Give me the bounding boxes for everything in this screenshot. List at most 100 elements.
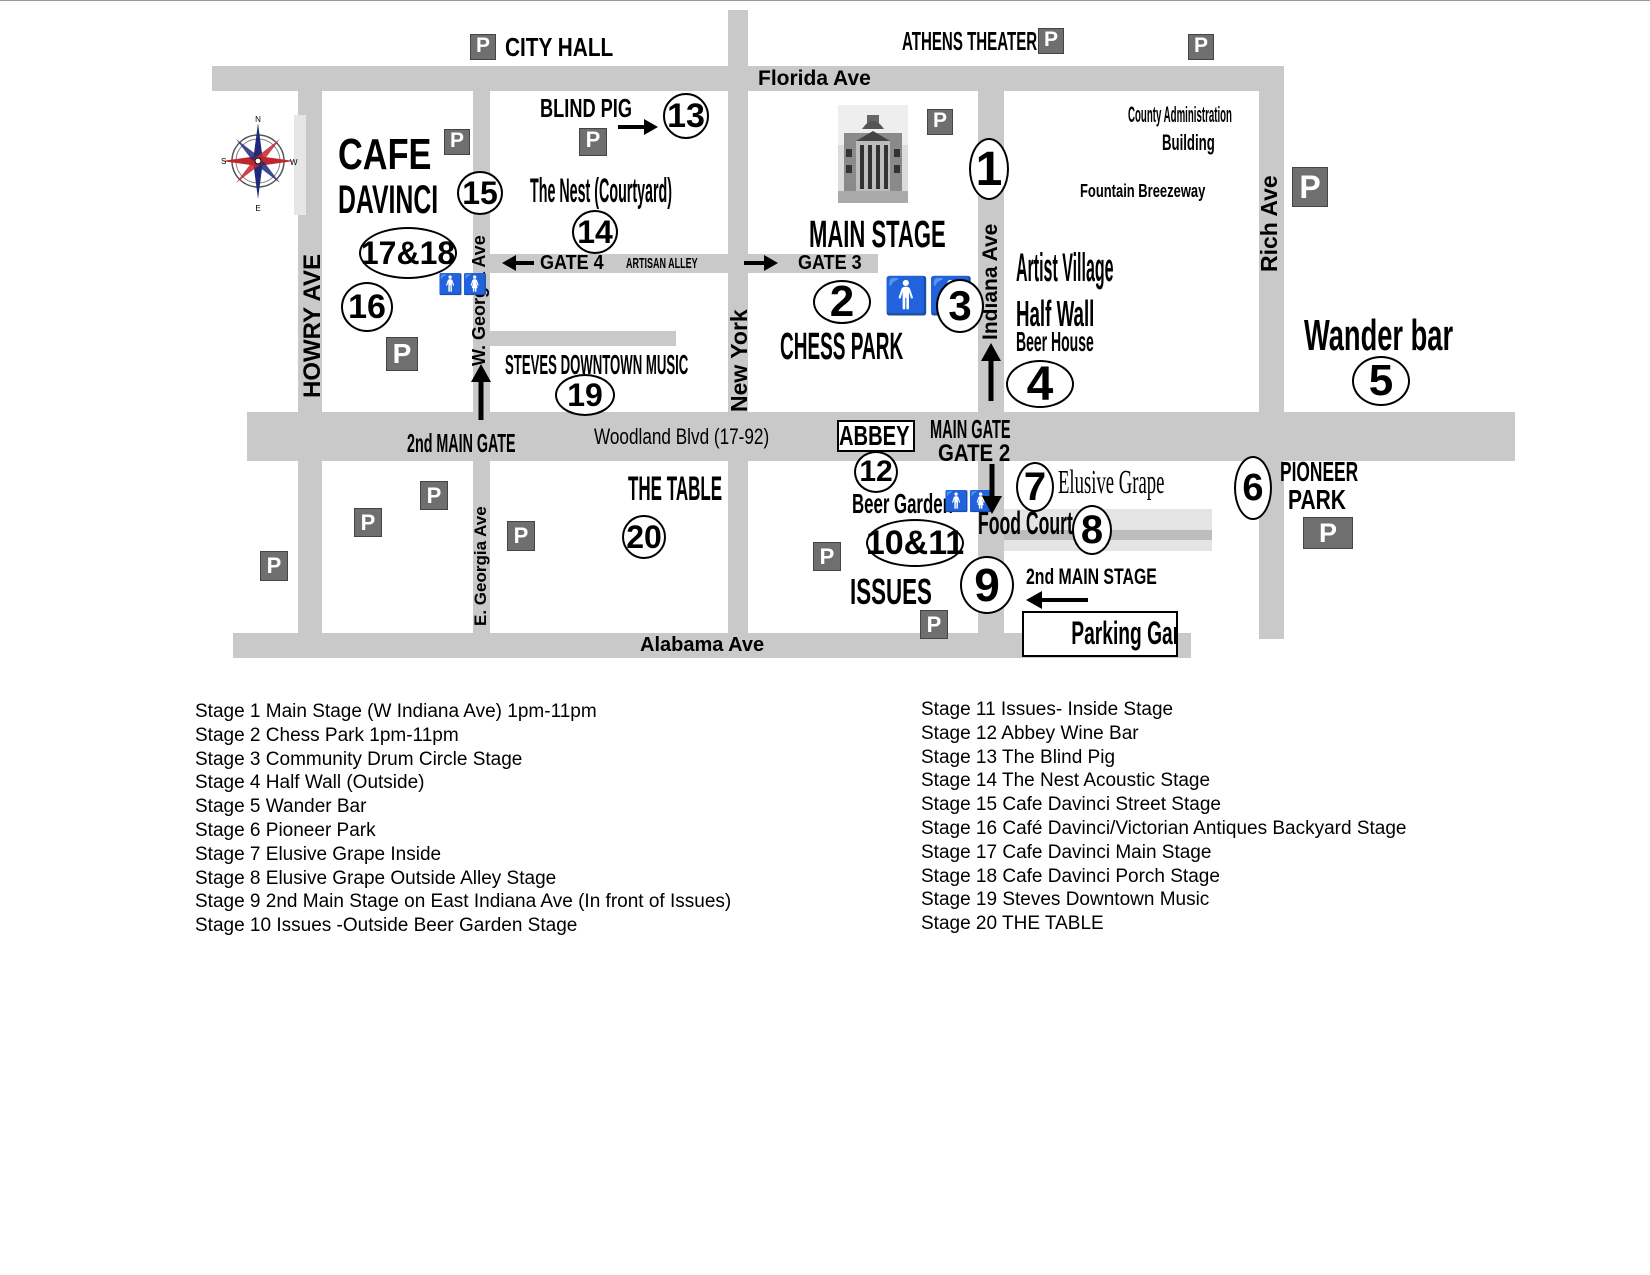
- festival-map: Florida Ave Woodland Blvd (17-92) Alabam…: [212, 10, 1515, 658]
- legend-item: Stage 9 2nd Main Stage on East Indiana A…: [195, 891, 732, 913]
- half-wall-label: Half Wall: [1016, 296, 1167, 332]
- second-main-gate-label: 2nd MAIN GATE: [407, 430, 604, 456]
- pioneer-label: PIONEER: [1280, 458, 1406, 486]
- pioneer-text: PIONEER: [1280, 456, 1359, 487]
- cafe-label: CAFE: [338, 133, 458, 177]
- legend-item: Stage 8 Elusive Grape Outside Alley Stag…: [195, 867, 557, 889]
- gate2-label: GATE 2: [938, 442, 1023, 466]
- arrow-up-icon: [471, 364, 491, 420]
- stage-marker-4[interactable]: 4: [1006, 358, 1074, 411]
- parking-sign: P: [920, 610, 948, 639]
- artist-village-text: Artist Village: [1016, 246, 1114, 290]
- stage-marker-14[interactable]: 14: [572, 210, 618, 254]
- the-nest-text: The Nest (Courtyard): [530, 172, 673, 210]
- stage-marker-7[interactable]: 7: [1016, 462, 1054, 512]
- stage-marker-9[interactable]: 9: [960, 556, 1014, 614]
- parking-sign: P: [813, 542, 841, 571]
- legend-item: Stage 5 Wander Bar: [195, 796, 367, 818]
- compass-e-label: E: [255, 204, 260, 213]
- artisan-alley-text: ARTISAN ALLEY: [626, 255, 698, 272]
- rich-ave-label: Rich Ave: [1256, 175, 1282, 272]
- arrow-left-icon: [1026, 591, 1088, 609]
- legend-item: Stage 12 Abbey Wine Bar: [921, 722, 1139, 744]
- compass-n-label: N: [255, 115, 261, 124]
- city-hall-text: CITY HALL: [505, 32, 614, 62]
- parking-sign: P: [927, 109, 953, 135]
- second-main-stage-label: 2nd MAIN STAGE: [1026, 566, 1208, 588]
- legend-item: Stage 19 Steves Downtown Music: [921, 889, 1210, 911]
- beer-garden-label: Beer Garden: [852, 490, 1020, 518]
- stage-marker-12[interactable]: 12: [854, 451, 898, 493]
- parking-sign: P: [1188, 34, 1214, 60]
- county-admin-label: County Administration: [1128, 104, 1364, 126]
- legend-item: Stage 4 Half Wall (Outside): [195, 772, 425, 794]
- stage-marker-1[interactable]: 1: [969, 138, 1009, 200]
- howry-left-spur: [294, 115, 306, 215]
- chess-park-text: CHESS PARK: [780, 326, 904, 368]
- beer-house-label: Beer House: [1016, 328, 1172, 356]
- steves-downtown-label: STEVES DOWNTOWN MUSIC: [505, 351, 895, 379]
- stage-marker-3[interactable]: 3: [936, 279, 984, 333]
- the-table-text: THE TABLE: [628, 470, 723, 508]
- stage-marker-2[interactable]: 2: [813, 277, 871, 326]
- parking-sign: P: [386, 337, 418, 371]
- stage-marker-16[interactable]: 16: [341, 282, 393, 332]
- stage-marker-5[interactable]: 5: [1352, 356, 1410, 406]
- top-border: [0, 0, 1650, 1]
- compass-rose-icon: N S E W: [221, 115, 298, 213]
- blind-pig-label: BLIND PIG: [540, 95, 671, 121]
- gate4-label: GATE 4: [540, 253, 611, 273]
- legend-item: Stage 14 The Nest Acoustic Stage: [921, 770, 1211, 792]
- georgia-ave-road: [473, 91, 490, 633]
- gate3-text: GATE 3: [798, 252, 862, 274]
- stage-legend-right: Stage 11 Issues- Inside Stage Stage 12 A…: [921, 698, 1407, 936]
- food-court-label: Food Court: [978, 507, 1150, 539]
- arrow-left-icon: [502, 255, 534, 271]
- gate4-text: GATE 4: [540, 252, 604, 274]
- stage-marker-10-11[interactable]: 10&11: [866, 519, 964, 567]
- blind-pig-text: BLIND PIG: [540, 93, 633, 123]
- park-label: PARK: [1288, 486, 1365, 514]
- florida-ave-road: [212, 66, 1284, 91]
- issues-label: ISSUES: [850, 574, 982, 610]
- half-wall-text: Half Wall: [1016, 293, 1095, 334]
- arrow-up-icon: [981, 343, 1001, 401]
- davinci-label: DAVINCI: [338, 180, 499, 220]
- legend-item: Stage 13 The Blind Pig: [921, 746, 1116, 768]
- steves-alley-road: [490, 331, 676, 346]
- stage-marker-19[interactable]: 19: [555, 374, 615, 416]
- stage-legend-left: Stage 1 Main Stage (W Indiana Ave) 1pm-1…: [195, 700, 731, 938]
- arrow-down-icon: [982, 464, 1002, 514]
- legend-item: Stage 15 Cafe Davinci Street Stage: [921, 794, 1221, 816]
- woodland-blvd-label: Woodland Blvd (17-92): [594, 426, 819, 448]
- legend-item: Stage 7 Elusive Grape Inside: [195, 843, 442, 865]
- legend-item: Stage 16 Café Davinci/Victorian Antiques…: [921, 817, 1407, 839]
- parking-sign: P: [470, 34, 496, 60]
- stage-marker-13[interactable]: 13: [663, 93, 709, 139]
- arrow-right-icon: [744, 255, 778, 271]
- alabama-ave-label: Alabama Ave: [640, 634, 765, 656]
- stage-marker-8[interactable]: 8: [1072, 505, 1112, 555]
- parking-sign: P: [1292, 167, 1328, 207]
- compass-s-label: S: [221, 157, 226, 166]
- gate2-text: GATE 2: [938, 440, 1011, 467]
- county-admin-text-2: Building: [1162, 130, 1215, 155]
- stage-marker-17-18[interactable]: 17&18: [359, 227, 457, 279]
- cafe-text: CAFE: [338, 130, 432, 179]
- legend-item: Stage 6 Pioneer Park: [195, 819, 376, 841]
- parking-sign: P: [444, 129, 470, 155]
- rich-ave-road: [1259, 66, 1284, 639]
- new-york-road: [728, 10, 748, 633]
- stage-marker-6[interactable]: 6: [1234, 456, 1272, 520]
- wander-bar-text: Wander bar: [1304, 311, 1454, 360]
- second-main-stage-text: 2nd MAIN STAGE: [1026, 564, 1157, 589]
- issues-text: ISSUES: [850, 571, 932, 612]
- athens-theater-text: ATHENS THEATER: [902, 26, 1038, 56]
- arrow-right-icon: [618, 119, 658, 135]
- fountain-breezeway-text: Fountain Breezeway: [1080, 181, 1206, 201]
- stage-marker-15[interactable]: 15: [457, 171, 503, 215]
- legend-item: Stage 10 Issues -Outside Beer Garden Sta…: [195, 915, 578, 937]
- elusive-grape-label: Elusive Grape: [1058, 466, 1252, 500]
- legend-item: Stage 18 Cafe Davinci Porch Stage: [921, 865, 1220, 887]
- stage-marker-20[interactable]: 20: [622, 515, 666, 559]
